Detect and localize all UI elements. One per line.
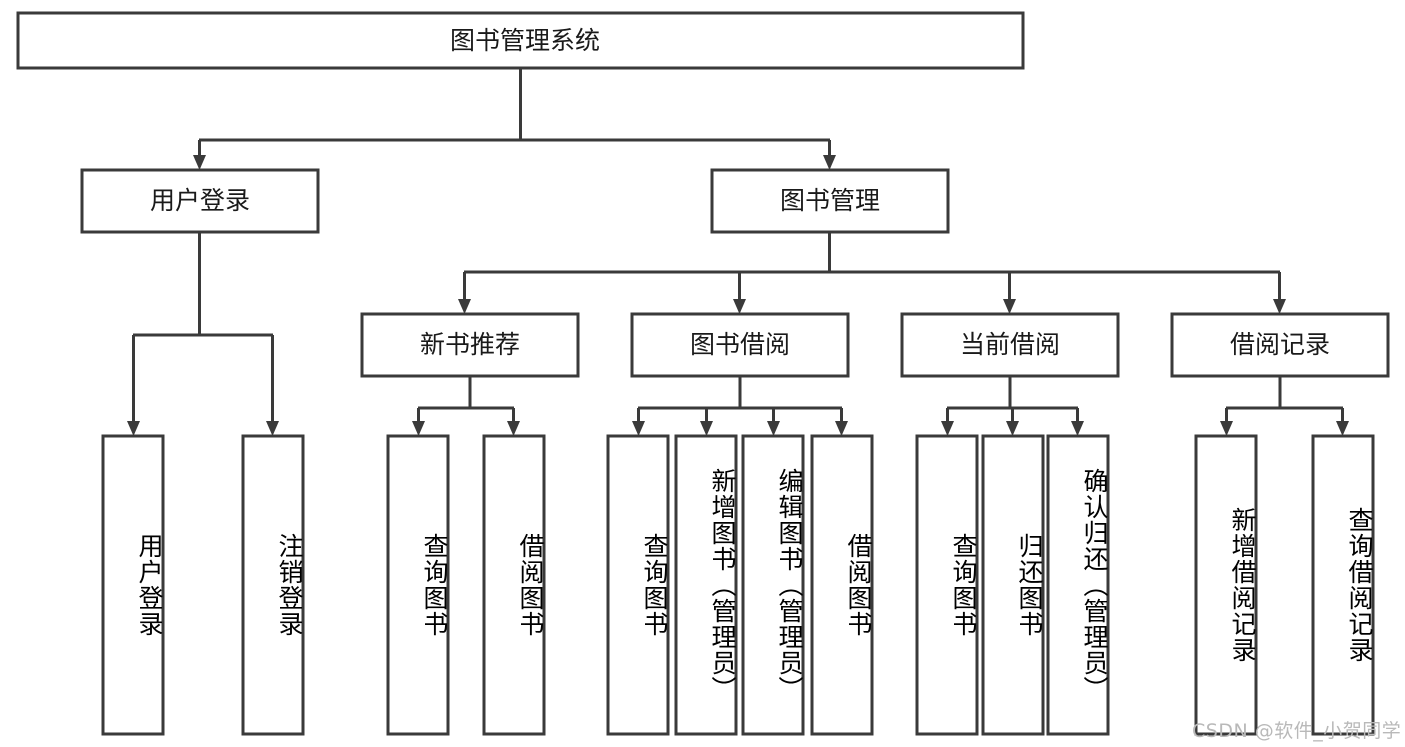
node-leaf-query-book-2-box[interactable]	[606, 434, 670, 736]
arrowhead-leaf-confirm-return	[1071, 421, 1084, 436]
node-leaf-edit-book-label: 编辑图书（管理员）	[775, 468, 803, 702]
node-leaf-borrow-book-2-label: 借阅图书	[844, 533, 872, 637]
node-leaf-query-record-label: 查询借阅记录	[1345, 507, 1373, 663]
node-leaf-add-book-label: 新增图书（管理员）	[708, 468, 736, 702]
node-leaf-confirm-return-box[interactable]	[1046, 434, 1110, 736]
node-leaf-query-book-3-box[interactable]	[915, 434, 979, 736]
arrowhead-leaf-query-book-3	[941, 421, 954, 436]
node-book-borrow-box[interactable]	[630, 312, 850, 378]
node-root-box[interactable]	[16, 11, 1025, 70]
node-book-borrow[interactable]: 图书借阅	[630, 312, 850, 378]
node-leaf-user-login-box[interactable]	[101, 434, 165, 736]
node-user-login[interactable]: 用户登录	[80, 168, 320, 234]
arrowhead-book-borrow	[733, 299, 746, 314]
csdn-watermark: CSDN @软件_小贺同学	[1192, 720, 1402, 742]
node-new-book-rec[interactable]: 新书推荐	[360, 312, 580, 378]
arrowhead-leaf-borrow-book-2	[835, 421, 848, 436]
node-book-manage[interactable]: 图书管理	[710, 168, 950, 234]
node-leaf-query-book-3-label: 查询图书	[949, 533, 977, 637]
arrowhead-leaf-return-book	[1006, 421, 1019, 436]
node-leaf-query-book-2[interactable]: 查询图书	[606, 434, 670, 736]
node-root-label: 图书管理系统	[450, 26, 600, 55]
node-leaf-add-record-box[interactable]	[1194, 434, 1258, 736]
node-book-borrow-label: 图书借阅	[690, 330, 790, 359]
arrowhead-current-borrow	[1003, 299, 1016, 314]
node-leaf-query-book-1-label: 查询图书	[420, 533, 448, 637]
arrowhead-borrow-record	[1273, 299, 1286, 314]
node-current-borrow-box[interactable]	[900, 312, 1120, 378]
edge-layer	[127, 68, 1349, 436]
node-leaf-logout[interactable]: 注销登录	[241, 434, 305, 736]
arrowhead-leaf-add-book	[700, 421, 713, 436]
node-leaf-return-book[interactable]: 归还图书	[981, 434, 1045, 736]
arrowhead-user-login	[193, 155, 206, 170]
leaf-layer: 用户登录 注销登录 查询图书 借阅图书	[101, 434, 1375, 736]
node-user-login-label: 用户登录	[150, 186, 250, 215]
node-leaf-query-record[interactable]: 查询借阅记录	[1311, 434, 1375, 736]
node-leaf-confirm-return-label: 确认归还（管理员）	[1080, 468, 1108, 702]
node-leaf-add-book[interactable]: 新增图书（管理员）	[674, 434, 738, 736]
arrowhead-leaf-add-record	[1220, 421, 1233, 436]
node-new-book-rec-box[interactable]	[360, 312, 580, 378]
node-borrow-record-box[interactable]	[1170, 312, 1390, 378]
node-leaf-add-record[interactable]: 新增借阅记录	[1194, 434, 1258, 736]
node-leaf-add-record-label: 新增借阅记录	[1228, 507, 1256, 663]
node-leaf-edit-book-box[interactable]	[741, 434, 805, 736]
node-leaf-borrow-book-1-box[interactable]	[482, 434, 546, 736]
node-leaf-logout-box[interactable]	[241, 434, 305, 736]
arrowhead-leaf-query-book-2	[632, 421, 645, 436]
node-leaf-query-record-box[interactable]	[1311, 434, 1375, 736]
node-book-manage-box[interactable]	[710, 168, 950, 234]
node-leaf-edit-book[interactable]: 编辑图书（管理员）	[741, 434, 805, 736]
arrowhead-leaf-user-login	[127, 421, 140, 436]
arrowhead-leaf-logout	[266, 421, 279, 436]
node-current-borrow-label: 当前借阅	[960, 330, 1060, 359]
node-leaf-user-login[interactable]: 用户登录	[101, 434, 165, 736]
node-leaf-return-book-box[interactable]	[981, 434, 1045, 736]
node-leaf-borrow-book-2-box[interactable]	[810, 434, 874, 736]
node-borrow-record[interactable]: 借阅记录	[1170, 312, 1390, 378]
node-current-borrow[interactable]: 当前借阅	[900, 312, 1120, 378]
arrowhead-leaf-borrow-book-1	[507, 421, 520, 436]
node-user-login-box[interactable]	[80, 168, 320, 234]
arrowhead-book-manage	[823, 155, 836, 170]
node-leaf-query-book-3[interactable]: 查询图书	[915, 434, 979, 736]
arrowhead-new-book-rec	[458, 299, 471, 314]
node-leaf-borrow-book-2[interactable]: 借阅图书	[810, 434, 874, 736]
node-book-manage-label: 图书管理	[780, 186, 880, 215]
node-leaf-add-book-box[interactable]	[674, 434, 738, 736]
node-leaf-borrow-book-1-label: 借阅图书	[516, 533, 544, 637]
node-root[interactable]: 图书管理系统	[16, 11, 1025, 70]
arrowhead-leaf-edit-book	[767, 421, 780, 436]
node-new-book-rec-label: 新书推荐	[420, 330, 520, 359]
node-leaf-confirm-return[interactable]: 确认归还（管理员）	[1046, 434, 1110, 736]
node-leaf-return-book-label: 归还图书	[1015, 533, 1043, 637]
node-leaf-user-login-label: 用户登录	[135, 533, 163, 637]
arrowhead-leaf-query-record	[1336, 421, 1349, 436]
node-leaf-query-book-1[interactable]: 查询图书	[386, 434, 450, 736]
node-leaf-query-book-1-box[interactable]	[386, 434, 450, 736]
arrowhead-leaf-query-book-1	[412, 421, 425, 436]
node-leaf-logout-label: 注销登录	[275, 533, 303, 637]
node-leaf-borrow-book-1[interactable]: 借阅图书	[482, 434, 546, 736]
node-borrow-record-label: 借阅记录	[1230, 330, 1330, 359]
node-leaf-query-book-2-label: 查询图书	[640, 533, 668, 637]
